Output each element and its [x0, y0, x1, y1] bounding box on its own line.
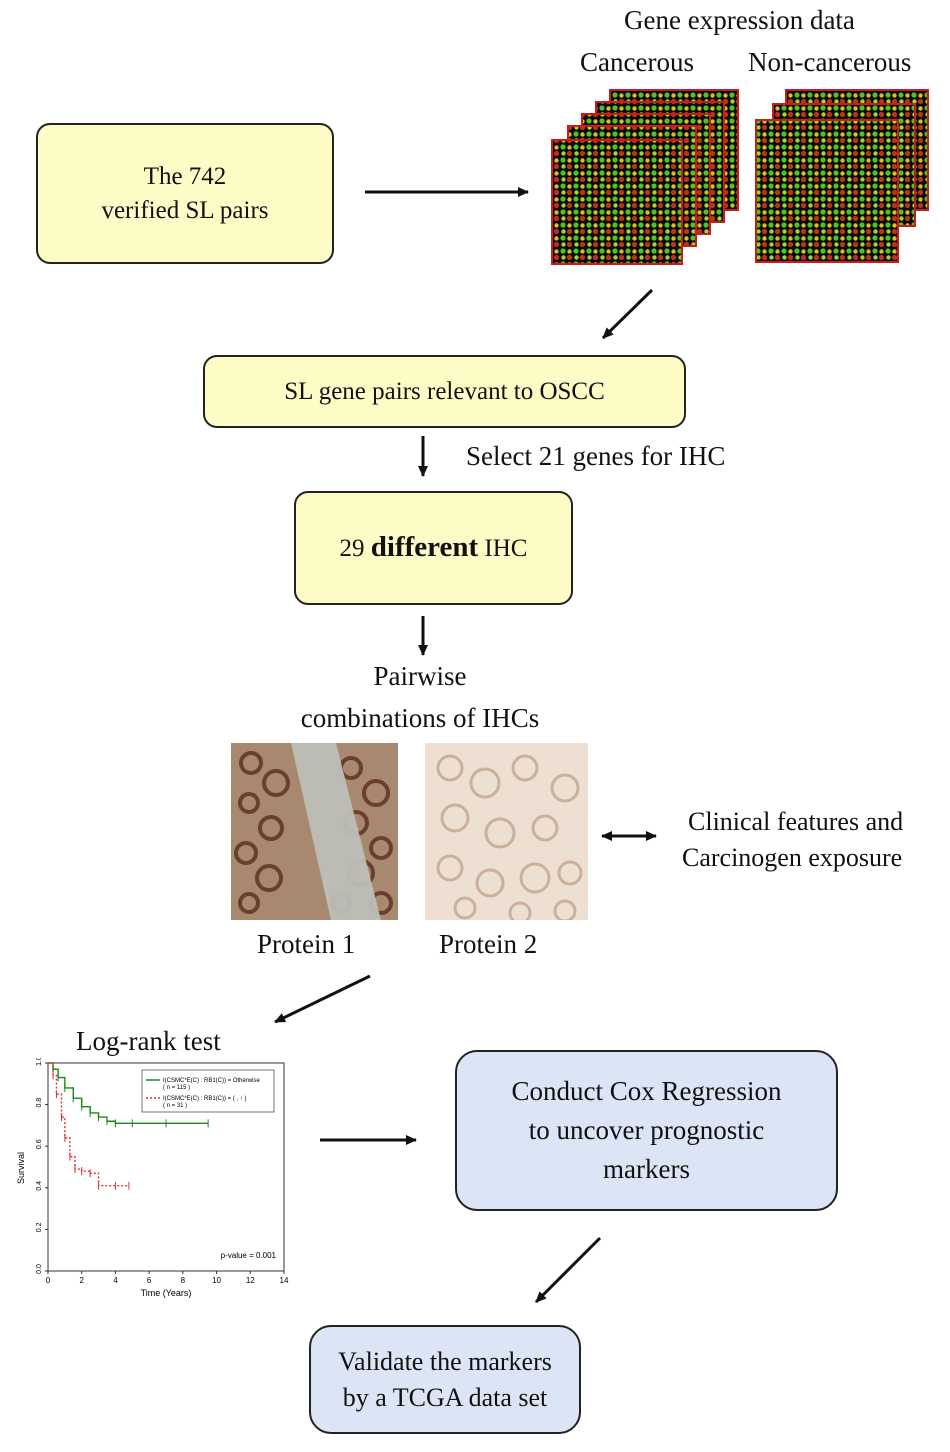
sl-pairs-box: The 742 verified SL pairs	[36, 123, 334, 264]
cox-line1: Conduct Cox Regression	[511, 1075, 782, 1106]
km-ytick-label: 0.8	[36, 1098, 43, 1108]
ihc-num: 29	[339, 535, 365, 563]
non-cancerous-microarray-stack	[755, 89, 929, 263]
arrow-to-logrank	[274, 974, 371, 1024]
km-xtick-label: 12	[246, 1276, 255, 1285]
km-xtick-label: 14	[280, 1276, 289, 1285]
cox-line3: markers	[603, 1154, 690, 1185]
ihc-box: 29 different IHC	[294, 491, 573, 605]
km-ylabel: Survival	[16, 1152, 26, 1184]
km-xtick-label: 8	[181, 1276, 186, 1285]
km-xtick-label: 6	[147, 1276, 152, 1285]
sl-pairs-line2: verified SL pairs	[101, 196, 269, 224]
arrow-to-oscc	[601, 288, 654, 340]
km-xtick-label: 4	[113, 1276, 118, 1285]
km-xtick-label: 10	[212, 1276, 221, 1285]
km-ytick-label: 0.0	[36, 1264, 43, 1274]
protein2-tissue	[425, 743, 588, 920]
protein1-label: Protein 1	[257, 929, 356, 959]
protein1-ihc-image	[231, 743, 398, 920]
km-xtick-label: 0	[46, 1276, 51, 1285]
km-pvalue: p-value = 0.001	[221, 1251, 277, 1260]
cancerous-label: Cancerous	[580, 47, 694, 77]
protein2-label: Protein 2	[439, 929, 538, 959]
km-legend-1: I(CSMC*E(C) : RB1(C)) = Otherwise	[163, 1078, 261, 1084]
pairwise-line1: Pairwise	[373, 661, 467, 691]
km-xlabel: Time (Years)	[141, 1288, 192, 1298]
cox-line2: to uncover prognostic	[528, 1114, 765, 1145]
km-xtick-label: 2	[79, 1276, 84, 1285]
km-survival-plot: Survival Time (Years) 0 2 4 6 8 10 12 14 0.0 0.2 0…	[16, 1058, 289, 1298]
clinical-line1: Clinical features and	[688, 807, 904, 836]
protein2-ihc-image	[425, 743, 588, 920]
cox-box: Conduct Cox Regression to uncover progno…	[455, 1050, 838, 1211]
km-plot-frame	[47, 1062, 285, 1272]
select-genes-label: Select 21 genes for IHC	[466, 441, 726, 471]
km-legend-2-n: ( n = 31 )	[163, 1103, 187, 1109]
logrank-label: Log-rank test	[76, 1026, 221, 1056]
ihc-tail: IHC	[484, 535, 528, 563]
km-legend-box	[141, 1069, 275, 1113]
protein1-tissue	[231, 743, 398, 920]
pairwise-line2: combinations of IHCs	[300, 703, 540, 733]
km-legend-2: I(CSMC*E(C) : RB1(C)) = ( , ↑ )	[163, 1096, 247, 1102]
non-cancerous-label: Non-cancerous	[748, 47, 912, 77]
validate-box: Validate the markers by a TCGA data set	[309, 1325, 581, 1434]
ihc-different: different	[370, 531, 479, 564]
km-ytick-label: 0.4	[36, 1181, 43, 1191]
cancerous-microarray-stack	[551, 89, 739, 265]
gene-expression-title: Gene expression data	[624, 5, 855, 35]
sl-pairs-line1: The 742	[143, 162, 227, 190]
km-ytick-label: 0.2	[36, 1222, 43, 1232]
km-ytick-label: 0.6	[36, 1139, 43, 1149]
arrow-to-validate	[534, 1236, 602, 1304]
km-ytick-label: 1.0	[36, 1058, 43, 1066]
validate-line1: Validate the markers	[338, 1347, 552, 1377]
validate-line2: by a TCGA data set	[342, 1382, 548, 1412]
km-legend-1-n: ( n = 115 )	[163, 1085, 190, 1091]
km-series-2-line	[48, 1062, 129, 1187]
clinical-line2: Carcinogen exposure	[682, 843, 903, 872]
oscc-text: SL gene pairs relevant to OSCC	[284, 377, 605, 405]
oscc-box: SL gene pairs relevant to OSCC	[203, 355, 686, 428]
